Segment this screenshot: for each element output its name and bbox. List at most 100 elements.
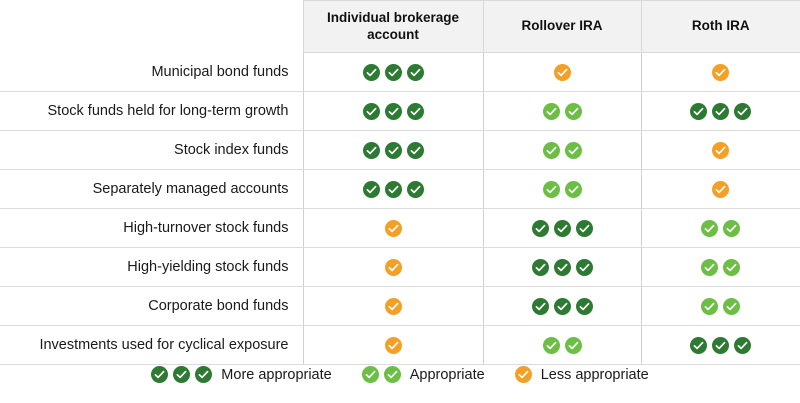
rating-marks xyxy=(642,92,800,130)
rating-cell-roth_ira xyxy=(640,325,800,365)
rating-marks xyxy=(642,209,800,247)
rating-cell-rollover_ira xyxy=(482,325,641,365)
rating-marks xyxy=(304,131,483,169)
table-row: High-turnover stock funds xyxy=(0,208,800,248)
row-label: Separately managed accounts xyxy=(0,169,303,209)
rating-cell-individual_brokerage xyxy=(302,52,483,92)
check-icon xyxy=(564,180,582,198)
table-row: Separately managed accounts xyxy=(0,169,800,209)
check-icon xyxy=(361,366,379,383)
legend-label: Less appropriate xyxy=(540,366,649,383)
rating-marks xyxy=(484,326,641,364)
row-label: Investments used for cyclical exposure xyxy=(0,325,303,365)
rating-cell-rollover_ira xyxy=(482,52,641,92)
legend-marks xyxy=(361,366,401,383)
rating-marks xyxy=(304,170,483,208)
rating-cell-rollover_ira xyxy=(482,130,641,170)
rating-cell-roth_ira xyxy=(640,52,800,92)
check-icon xyxy=(712,102,730,120)
legend-item: More appropriate xyxy=(151,366,332,383)
check-icon xyxy=(384,180,402,198)
row-label: Municipal bond funds xyxy=(0,52,303,92)
check-icon xyxy=(362,141,380,159)
check-icon xyxy=(531,258,549,276)
check-icon xyxy=(564,102,582,120)
check-icon xyxy=(701,219,719,237)
check-icon xyxy=(690,336,708,354)
rating-cell-individual_brokerage xyxy=(302,325,483,365)
check-icon xyxy=(723,297,741,315)
rating-marks xyxy=(484,92,641,130)
check-icon xyxy=(701,297,719,315)
row-label: Stock funds held for long-term growth xyxy=(0,91,303,131)
row-label: High-turnover stock funds xyxy=(0,208,303,248)
check-icon xyxy=(690,102,708,120)
check-icon xyxy=(575,258,593,276)
check-icon xyxy=(362,180,380,198)
check-icon xyxy=(723,258,741,276)
rating-cell-individual_brokerage xyxy=(302,208,483,248)
rating-cell-individual_brokerage xyxy=(302,247,483,287)
check-icon xyxy=(712,63,730,81)
rating-cell-roth_ira xyxy=(640,247,800,287)
row-label: Corporate bond funds xyxy=(0,286,303,326)
rating-cell-individual_brokerage xyxy=(302,130,483,170)
check-icon xyxy=(734,336,752,354)
legend-item: Less appropriate xyxy=(514,366,649,383)
table-header-row: Individual brokerage account Rollover IR… xyxy=(0,0,800,53)
check-icon xyxy=(406,102,424,120)
check-icon xyxy=(553,219,571,237)
legend-marks xyxy=(151,366,213,383)
check-icon xyxy=(542,141,560,159)
check-icon xyxy=(384,336,402,354)
check-icon xyxy=(383,366,401,383)
legend-label: Appropriate xyxy=(409,366,485,383)
legend: More appropriate Appropriate Less appropri… xyxy=(0,366,800,383)
rating-cell-rollover_ira xyxy=(482,91,641,131)
check-icon xyxy=(362,63,380,81)
rating-cell-roth_ira xyxy=(640,286,800,326)
rating-cell-individual_brokerage xyxy=(302,91,483,131)
check-icon xyxy=(734,102,752,120)
column-header-individual-brokerage: Individual brokerage account xyxy=(302,0,483,53)
legend-label: More appropriate xyxy=(221,366,332,383)
check-icon xyxy=(701,258,719,276)
rating-marks xyxy=(642,131,800,169)
check-icon xyxy=(542,336,560,354)
rating-marks xyxy=(484,209,641,247)
rating-cell-roth_ira xyxy=(640,208,800,248)
check-icon xyxy=(575,297,593,315)
check-icon xyxy=(553,258,571,276)
rating-marks xyxy=(642,170,800,208)
check-icon xyxy=(553,297,571,315)
rating-cell-rollover_ira xyxy=(482,286,641,326)
rating-marks xyxy=(642,248,800,286)
check-icon xyxy=(564,336,582,354)
check-icon xyxy=(384,102,402,120)
check-icon xyxy=(514,366,532,383)
check-icon xyxy=(712,180,730,198)
check-icon xyxy=(712,141,730,159)
check-icon xyxy=(384,141,402,159)
rating-marks xyxy=(304,53,483,91)
rating-marks xyxy=(304,248,483,286)
rating-marks xyxy=(484,131,641,169)
table-row: Corporate bond funds xyxy=(0,286,800,326)
column-header-roth-ira: Roth IRA xyxy=(640,0,800,53)
row-label: High-yielding stock funds xyxy=(0,247,303,287)
rating-marks xyxy=(484,53,641,91)
table-corner-cell xyxy=(0,0,303,53)
rating-cell-rollover_ira xyxy=(482,169,641,209)
rating-cell-roth_ira xyxy=(640,169,800,209)
table-row: High-yielding stock funds xyxy=(0,247,800,287)
check-icon xyxy=(553,63,571,81)
check-icon xyxy=(531,219,549,237)
legend-marks xyxy=(514,366,532,383)
check-icon xyxy=(575,219,593,237)
rating-cell-individual_brokerage xyxy=(302,169,483,209)
check-icon xyxy=(151,366,169,383)
rating-marks xyxy=(304,92,483,130)
check-icon xyxy=(384,219,402,237)
